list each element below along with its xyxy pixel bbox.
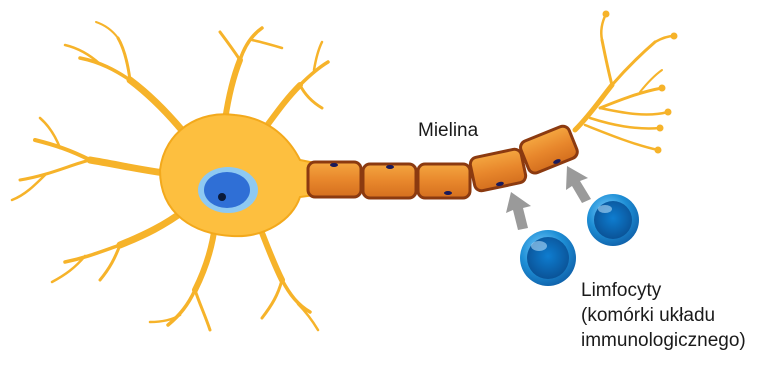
- arrow-icon: [506, 192, 531, 230]
- axon-terminals: [575, 11, 677, 153]
- lymphocyte-cell: [520, 230, 576, 286]
- lymphocytes-label-line-3: immunologicznego): [581, 328, 746, 353]
- arrow-icon: [566, 166, 591, 203]
- myelin-segment: [518, 124, 579, 175]
- myelin-segment: [308, 162, 361, 197]
- myelin-label: Mielina: [418, 119, 478, 143]
- lymphocytes-label-line-2: (komórki układu: [581, 303, 746, 328]
- lymphocytes-label: Limfocyty (komórki układu immunologiczne…: [581, 278, 746, 353]
- lymphocytes-label-line-1: Limfocyty: [581, 278, 746, 303]
- myelin-segment: [418, 164, 470, 198]
- myelin-segment: [363, 164, 416, 198]
- nucleus: [198, 167, 258, 213]
- myelin-segment: [469, 148, 527, 192]
- lymphocyte-cell: [587, 194, 639, 246]
